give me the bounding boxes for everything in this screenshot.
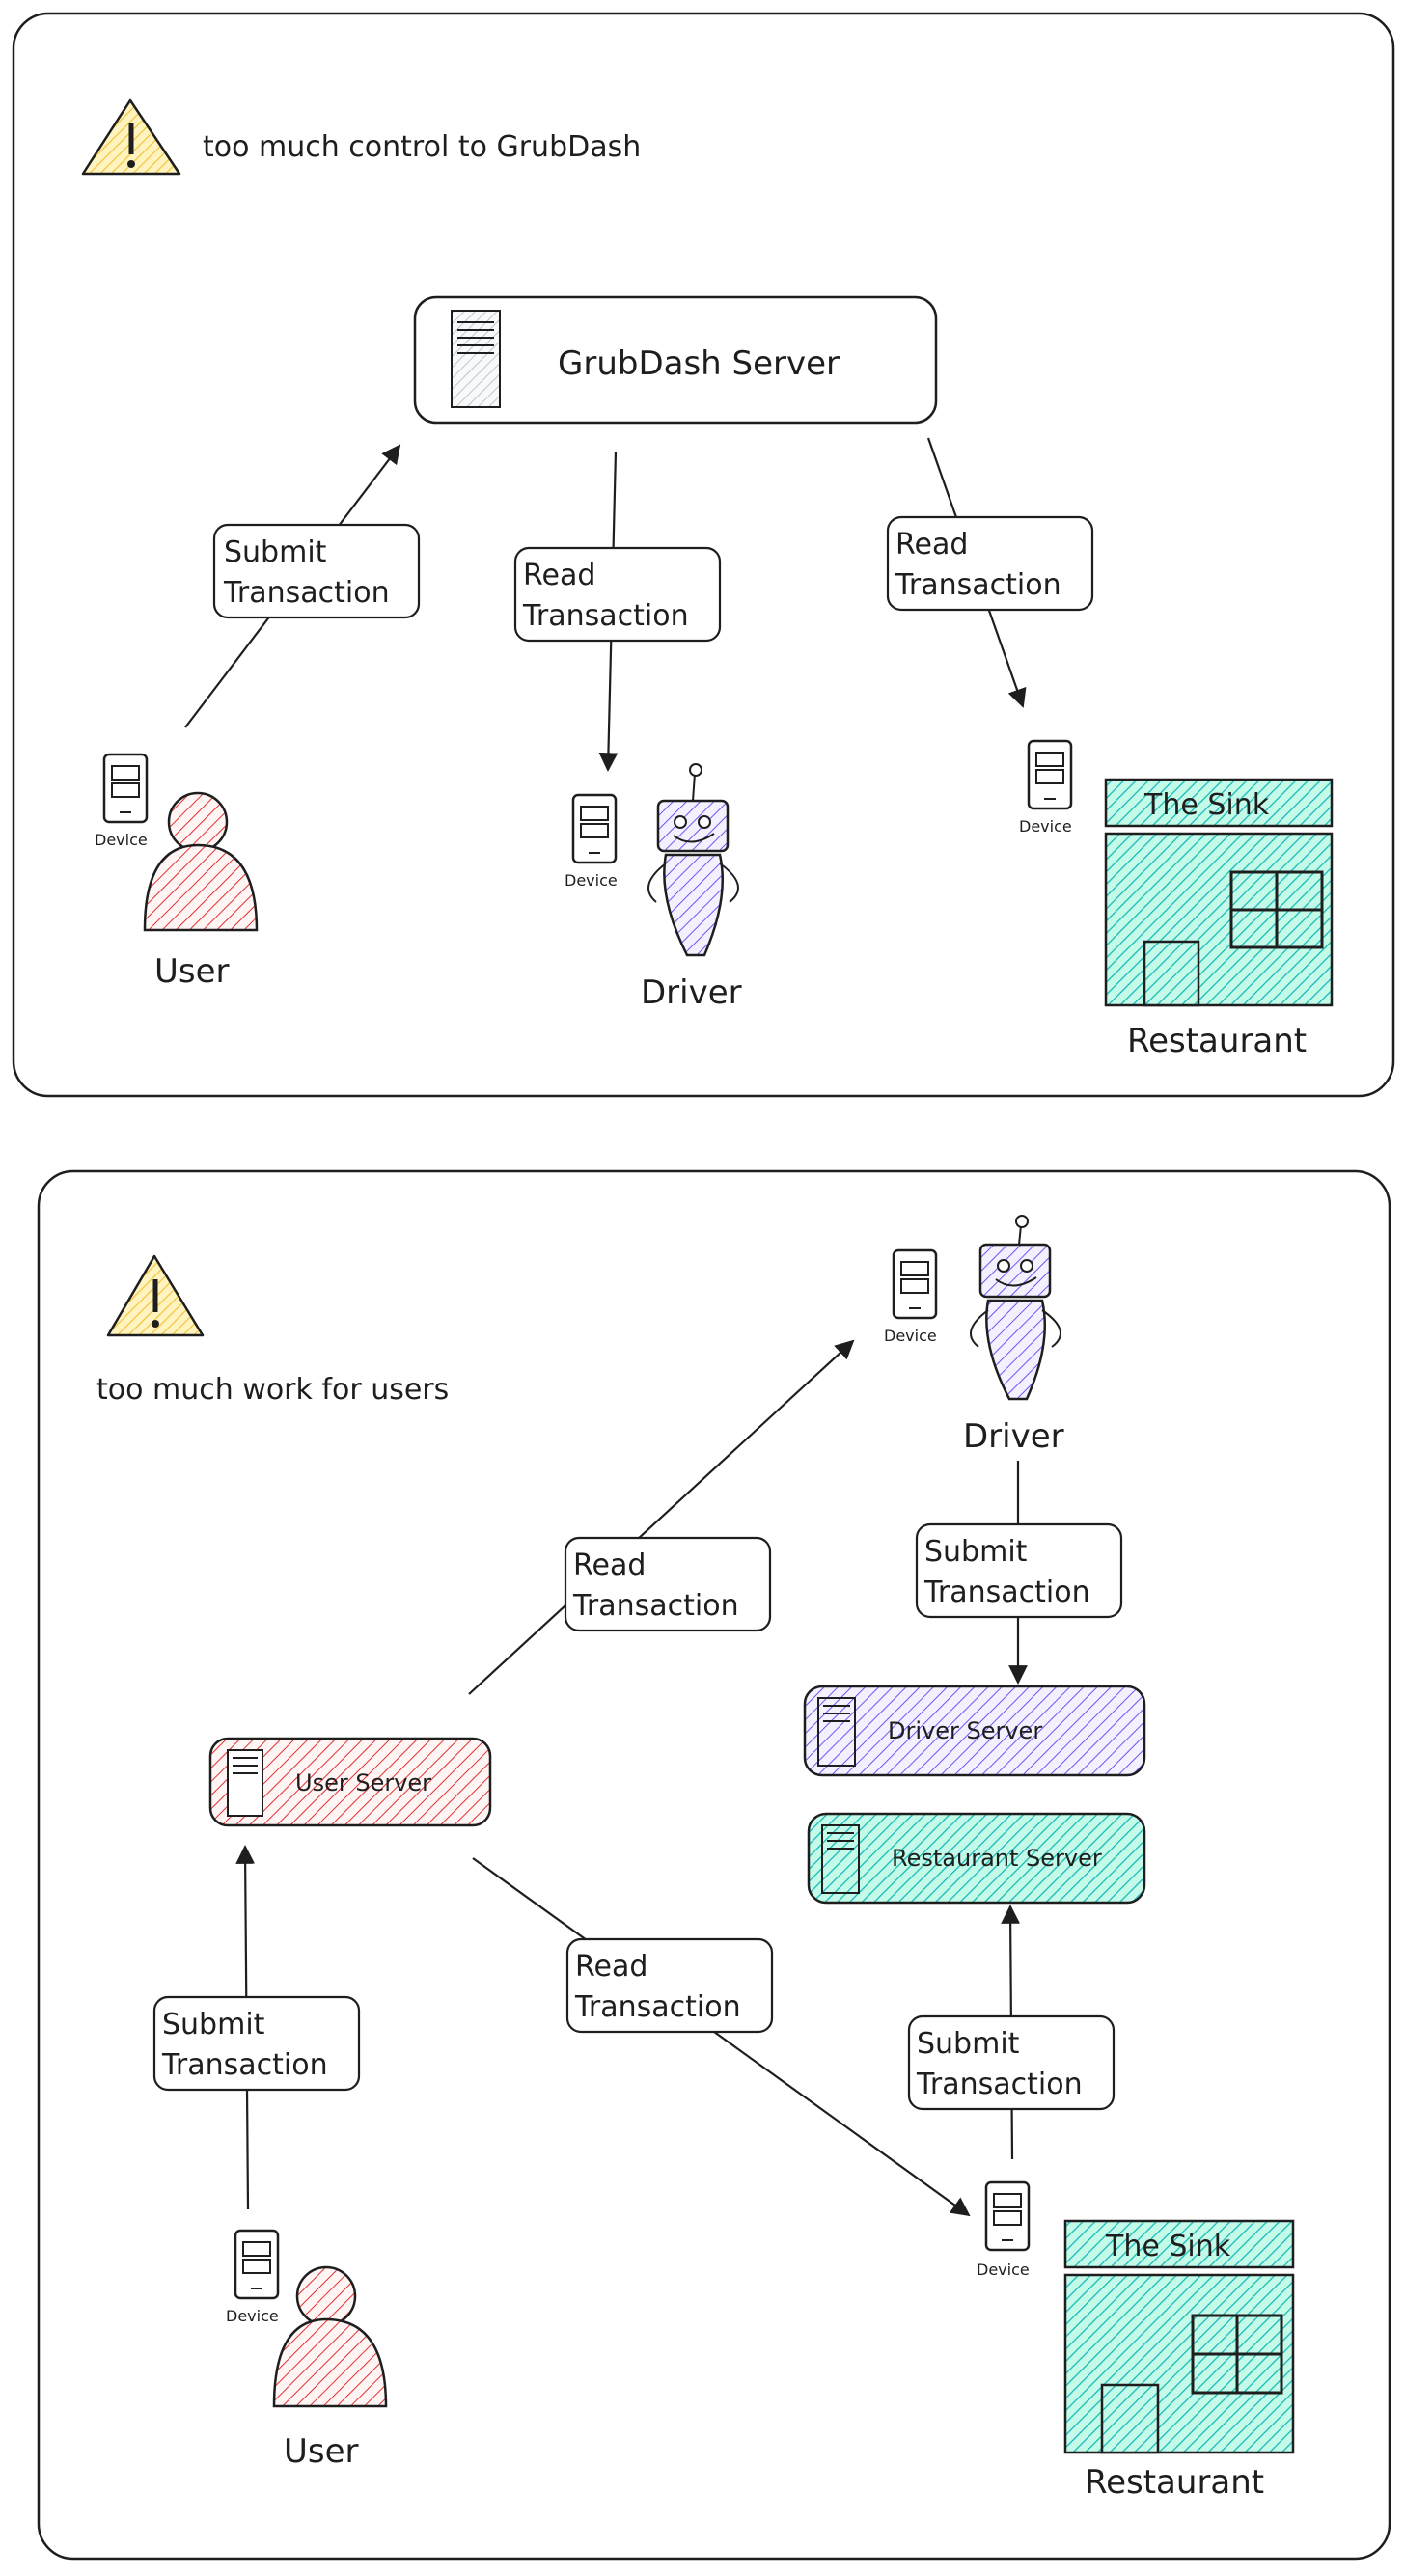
svg-text:Read: Read [573, 1548, 646, 1582]
server-icon [821, 1824, 860, 1894]
svg-text:Read: Read [575, 1950, 647, 1984]
edge-label-read-restaurant: Read Transaction [886, 515, 1094, 612]
svg-text:Transaction: Transaction [161, 2048, 328, 2082]
panel-2-warning-text: too much work for users [96, 1373, 449, 1407]
user-device-label: Device [95, 831, 148, 849]
restaurant-device-label: Device [977, 2261, 1030, 2279]
svg-text:Transaction: Transaction [574, 1990, 741, 2024]
svg-text:Transaction: Transaction [923, 1576, 1090, 1609]
restaurant-device-label: Device [1019, 817, 1072, 836]
driver-label: Driver [641, 973, 742, 1012]
svg-text:Transaction: Transaction [916, 2068, 1083, 2101]
edge-label-read-driver: Read Transaction [513, 546, 722, 643]
svg-text:Submit: Submit [917, 2027, 1020, 2061]
phone-icon [984, 2180, 1031, 2252]
server-icon [451, 310, 501, 408]
server-icon [817, 1697, 856, 1767]
edge-label-driver-submit: Submit Transaction [915, 1522, 1123, 1619]
warning-icon [106, 1254, 205, 1337]
restaurant-server-label: Restaurant Server [892, 1845, 1102, 1872]
edge-label-user-submit: Submit Transaction [152, 1995, 361, 2092]
svg-text:Transaction: Transaction [522, 599, 689, 633]
restaurant-server-box [807, 1812, 1146, 1905]
user-label: User [284, 2432, 359, 2471]
restaurant-label: Restaurant [1127, 1022, 1307, 1060]
driver-robot-icon [970, 1215, 1061, 1401]
user-icon [143, 791, 259, 932]
grubdash-server-label: GrubDash Server [558, 344, 840, 383]
restaurant-label: Restaurant [1085, 2463, 1264, 2502]
edge-label-read-driver: Read Transaction [564, 1536, 772, 1632]
phone-icon [102, 753, 149, 824]
user-label: User [154, 952, 230, 991]
phone-icon [1027, 739, 1073, 810]
restaurant-building-icon [1063, 2219, 1295, 2454]
phone-icon [234, 2229, 280, 2300]
svg-text:Transaction: Transaction [895, 568, 1061, 602]
phone-icon [571, 793, 618, 864]
warning-icon [81, 98, 181, 176]
svg-text:Transaction: Transaction [223, 576, 390, 610]
user-icon [272, 2265, 388, 2408]
svg-text:Submit: Submit [924, 1535, 1028, 1569]
driver-robot-icon [647, 763, 739, 957]
restaurant-sign: The Sink [1105, 2230, 1231, 2263]
panel-2-frame [37, 1169, 1391, 2561]
svg-text:Read: Read [895, 528, 968, 562]
phone-icon [892, 1248, 938, 1320]
driver-label: Driver [963, 1417, 1064, 1456]
user-device-label: Device [226, 2307, 279, 2325]
svg-text:Submit: Submit [162, 2008, 265, 2042]
user-server-box [208, 1737, 492, 1827]
grubdash-server-box [413, 295, 938, 425]
edge-user-server-to-restaurant [472, 1857, 971, 2217]
svg-text:Submit: Submit [224, 535, 327, 569]
driver-server-label: Driver Server [888, 1717, 1042, 1744]
restaurant-sign: The Sink [1143, 788, 1270, 822]
edge-label-restaurant-submit: Submit Transaction [907, 2014, 1116, 2111]
edge-label-read-restaurant: Read Transaction [565, 1937, 774, 2034]
driver-device-label: Device [565, 871, 618, 890]
edge-user-server-to-driver [468, 1339, 855, 1695]
svg-text:Read: Read [523, 559, 595, 592]
driver-device-label: Device [884, 1327, 937, 1345]
server-icon [227, 1749, 263, 1817]
edge-label-submit: Submit Transaction [212, 523, 421, 619]
restaurant-building-icon [1104, 778, 1334, 1007]
driver-server-box [803, 1685, 1146, 1777]
svg-text:Transaction: Transaction [572, 1589, 739, 1623]
panel-1-warning-text: too much control to GrubDash [203, 130, 641, 164]
user-server-label: User Server [295, 1769, 431, 1796]
